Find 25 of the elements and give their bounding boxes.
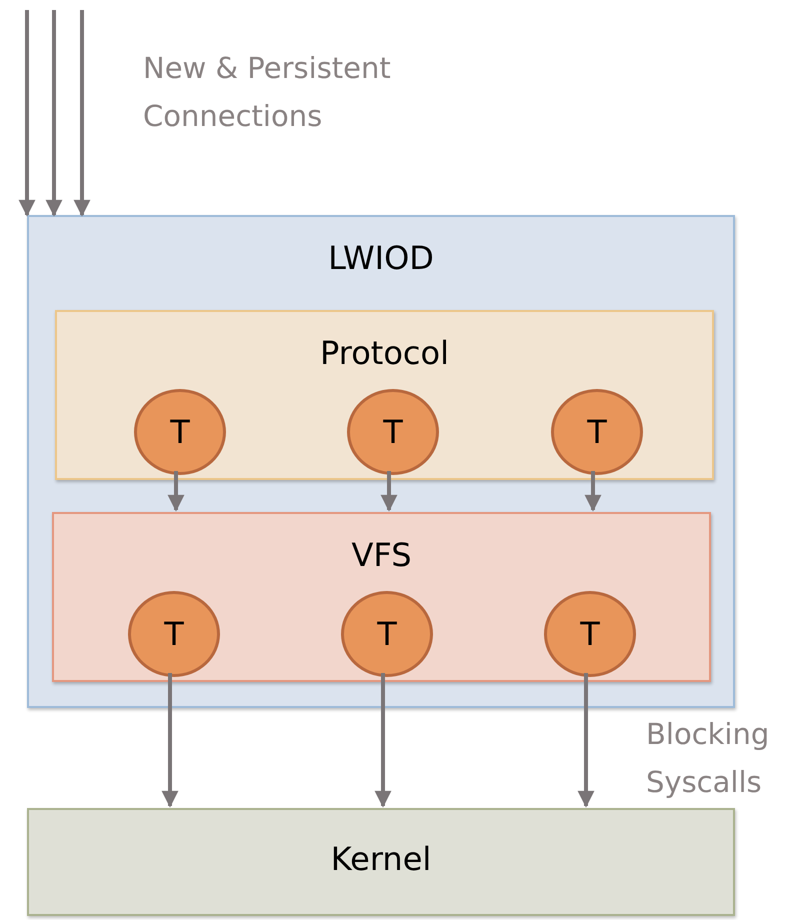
thread-label: T	[587, 413, 607, 451]
arrow	[168, 471, 184, 512]
kernel-box	[27, 808, 735, 916]
layer-box	[55, 310, 714, 480]
layer-title: LWIOD	[327, 239, 435, 277]
container-box	[27, 215, 735, 708]
arrow	[380, 471, 398, 512]
thread-label: T	[383, 413, 403, 451]
thread-label: T	[164, 615, 184, 653]
thread-label: T	[377, 615, 397, 653]
arrow	[584, 471, 602, 512]
layer-title: VFS	[350, 536, 413, 574]
thread-label: T	[580, 615, 600, 653]
arrow	[162, 673, 178, 808]
layer-title: Protocol	[319, 334, 450, 372]
layer-title: Kernel	[330, 840, 432, 878]
layer-box	[52, 512, 711, 682]
arrow	[46, 10, 62, 217]
arrow	[374, 673, 392, 808]
thread-label: T	[170, 413, 190, 451]
annotation-text: Blocking Syscalls	[646, 716, 770, 801]
arrow	[18, 10, 36, 217]
arrow	[74, 10, 90, 217]
annotation-text: New & Persistent Connections	[143, 50, 392, 135]
arrow	[578, 673, 594, 808]
